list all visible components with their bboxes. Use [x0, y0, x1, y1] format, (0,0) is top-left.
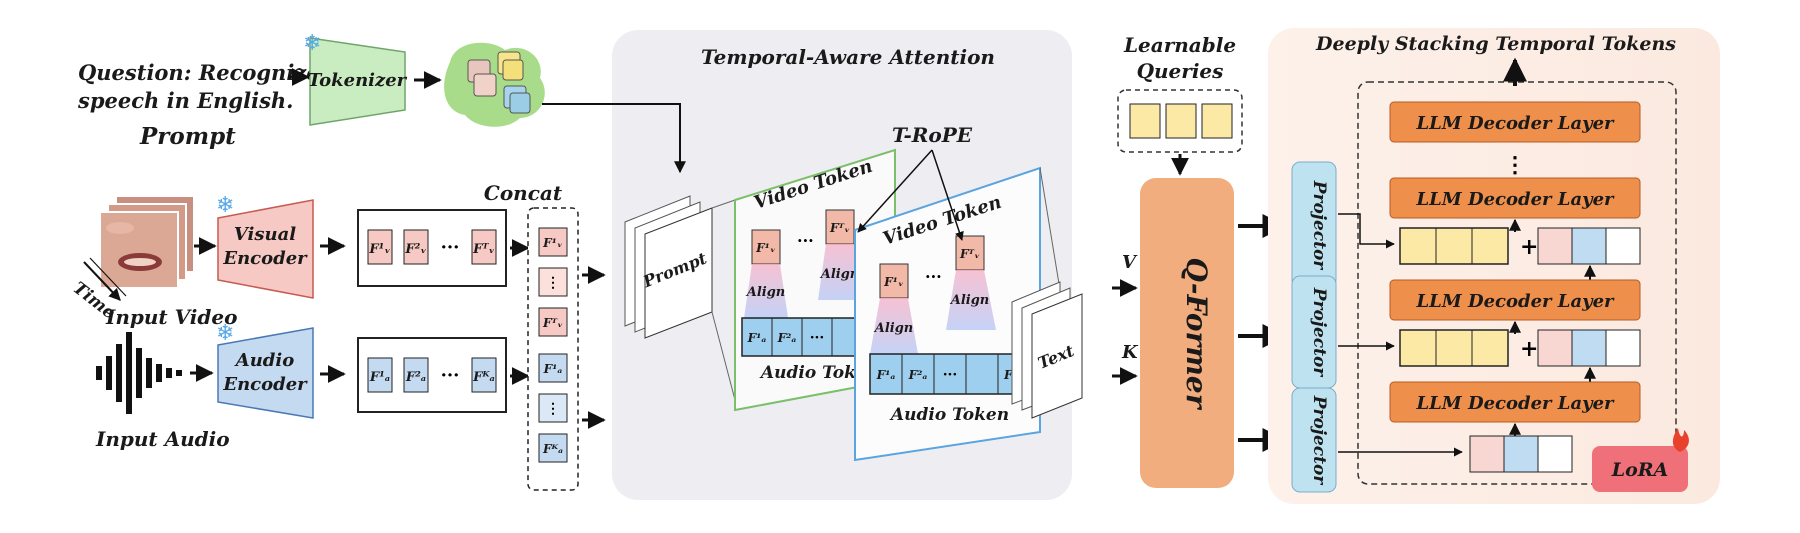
k-label: K: [1121, 342, 1139, 363]
projector-label-3: Projector: [1309, 395, 1329, 486]
prompt-title: Prompt: [139, 123, 236, 150]
svg-text:F¹ₐ: F¹ₐ: [543, 362, 563, 376]
svg-text:Fᵀᵥ: Fᵀᵥ: [542, 316, 563, 330]
trainable-flame-icon: [1672, 428, 1689, 452]
svg-text:Fᵀᵥ: Fᵀᵥ: [959, 247, 980, 261]
align-label: Align: [819, 267, 860, 282]
svg-text:F²ᵥ: F²ᵥ: [404, 242, 426, 257]
temporal-attention-panel: Temporal-Aware Attention Prompt Video To…: [542, 30, 1083, 500]
svg-text:F¹ₐ: F¹ₐ: [876, 368, 896, 382]
svg-text:F¹ᵥ: F¹ᵥ: [883, 275, 904, 289]
audio-token-label-2: Audio Token: [889, 405, 1009, 425]
deep-stacking-panel: Deeply Stacking Temporal Tokens Projecto…: [1268, 28, 1720, 504]
lora-label: LoRA: [1611, 459, 1669, 481]
projector-label-1: Projector: [1309, 180, 1329, 271]
svg-text:Fᵀᵥ: Fᵀᵥ: [829, 221, 850, 235]
svg-text:F¹ₐ: F¹ₐ: [369, 370, 390, 385]
frozen-snowflake-icon: ❄: [303, 31, 321, 56]
svg-text:F²ₐ: F²ₐ: [777, 331, 797, 345]
svg-text:F¹ₐ: F¹ₐ: [747, 331, 767, 345]
projector-label-2: Projector: [1309, 287, 1329, 378]
audio-encoder-block: Audio Encoder ❄: [216, 321, 314, 419]
audio-features-box: F¹ₐ F²ₐ ··· Fᴷₐ: [357, 337, 507, 413]
svg-text:⋮: ⋮: [1504, 152, 1526, 178]
svg-text:···: ···: [943, 367, 958, 383]
learnable-queries-box: [1117, 89, 1243, 153]
svg-text:···: ···: [925, 267, 942, 286]
trope-label: T-RoPE: [892, 123, 973, 147]
visual-encoder-label-2: Encoder: [222, 248, 308, 269]
svg-text:Fᴷₐ: Fᴷₐ: [472, 370, 495, 385]
learnable-queries-label-2: Queries: [1137, 59, 1224, 83]
input-video-label: Input Video: [105, 305, 237, 329]
tokenizer-block: Tokenizer ❄: [303, 31, 408, 126]
align-label: Align: [949, 293, 990, 308]
temporal-attention-title: Temporal-Aware Attention: [701, 45, 995, 69]
svg-text:⋮: ⋮: [546, 275, 560, 291]
audio-waveform-icon: [96, 332, 182, 414]
qformer-block: Q-Former: [1140, 178, 1234, 488]
input-audio-label: Input Audio: [95, 427, 230, 451]
v-label: V: [1122, 252, 1138, 273]
concat-column: F¹ᵥ ⋮ Fᵀᵥ F¹ₐ ⋮ Fᴷₐ: [527, 207, 579, 491]
tokenizer-label: Tokenizer: [308, 70, 408, 91]
decoder-layer-label: LLM Decoder Layer: [1415, 189, 1615, 210]
frozen-snowflake-icon: ❄: [216, 193, 234, 218]
align-label: Align: [745, 285, 786, 300]
svg-text:···: ···: [441, 237, 460, 258]
svg-text:F¹ᵥ: F¹ᵥ: [542, 236, 563, 250]
visual-encoder-label-1: Visual: [234, 224, 296, 245]
svg-text:···: ···: [810, 330, 825, 346]
audio-encoder-label-1: Audio: [234, 350, 294, 371]
svg-text:···: ···: [797, 231, 814, 250]
svg-text:+: +: [1520, 336, 1538, 362]
deep-stacking-title: Deeply Stacking Temporal Tokens: [1315, 33, 1676, 55]
svg-text:+: +: [1520, 234, 1538, 260]
frozen-snowflake-icon: ❄: [216, 321, 234, 346]
align-label: Align: [873, 321, 914, 336]
visual-encoder-block: Visual Encoder ❄: [216, 193, 314, 299]
qformer-label: Q-Former: [1180, 257, 1213, 410]
decoder-layer-label: LLM Decoder Layer: [1415, 113, 1615, 134]
decoder-layer-label: LLM Decoder Layer: [1415, 291, 1615, 312]
visual-features-box: F¹ᵥ F²ᵥ ··· Fᵀᵥ: [357, 209, 507, 287]
svg-text:F²ₐ: F²ₐ: [405, 370, 426, 385]
svg-text:F¹ᵥ: F¹ᵥ: [755, 241, 776, 255]
svg-text:⋮: ⋮: [546, 401, 560, 417]
audio-token-label-1: Audio Token: [759, 363, 879, 383]
learnable-queries-label-1: Learnable: [1123, 33, 1236, 57]
svg-text:F¹ᵥ: F¹ᵥ: [368, 242, 390, 257]
svg-text:Fᵀᵥ: Fᵀᵥ: [472, 242, 495, 257]
svg-text:Fᴷₐ: Fᴷₐ: [542, 442, 563, 456]
token-cloud-icon: [444, 42, 545, 127]
svg-text:···: ···: [441, 365, 460, 386]
audio-encoder-label-2: Encoder: [222, 374, 308, 395]
input-video-frames: [99, 195, 195, 289]
concat-label: Concat: [484, 181, 563, 205]
question-line-2: speech in English.: [77, 88, 293, 113]
svg-text:F²ₐ: F²ₐ: [908, 368, 928, 382]
decoder-layer-label: LLM Decoder Layer: [1415, 393, 1615, 414]
